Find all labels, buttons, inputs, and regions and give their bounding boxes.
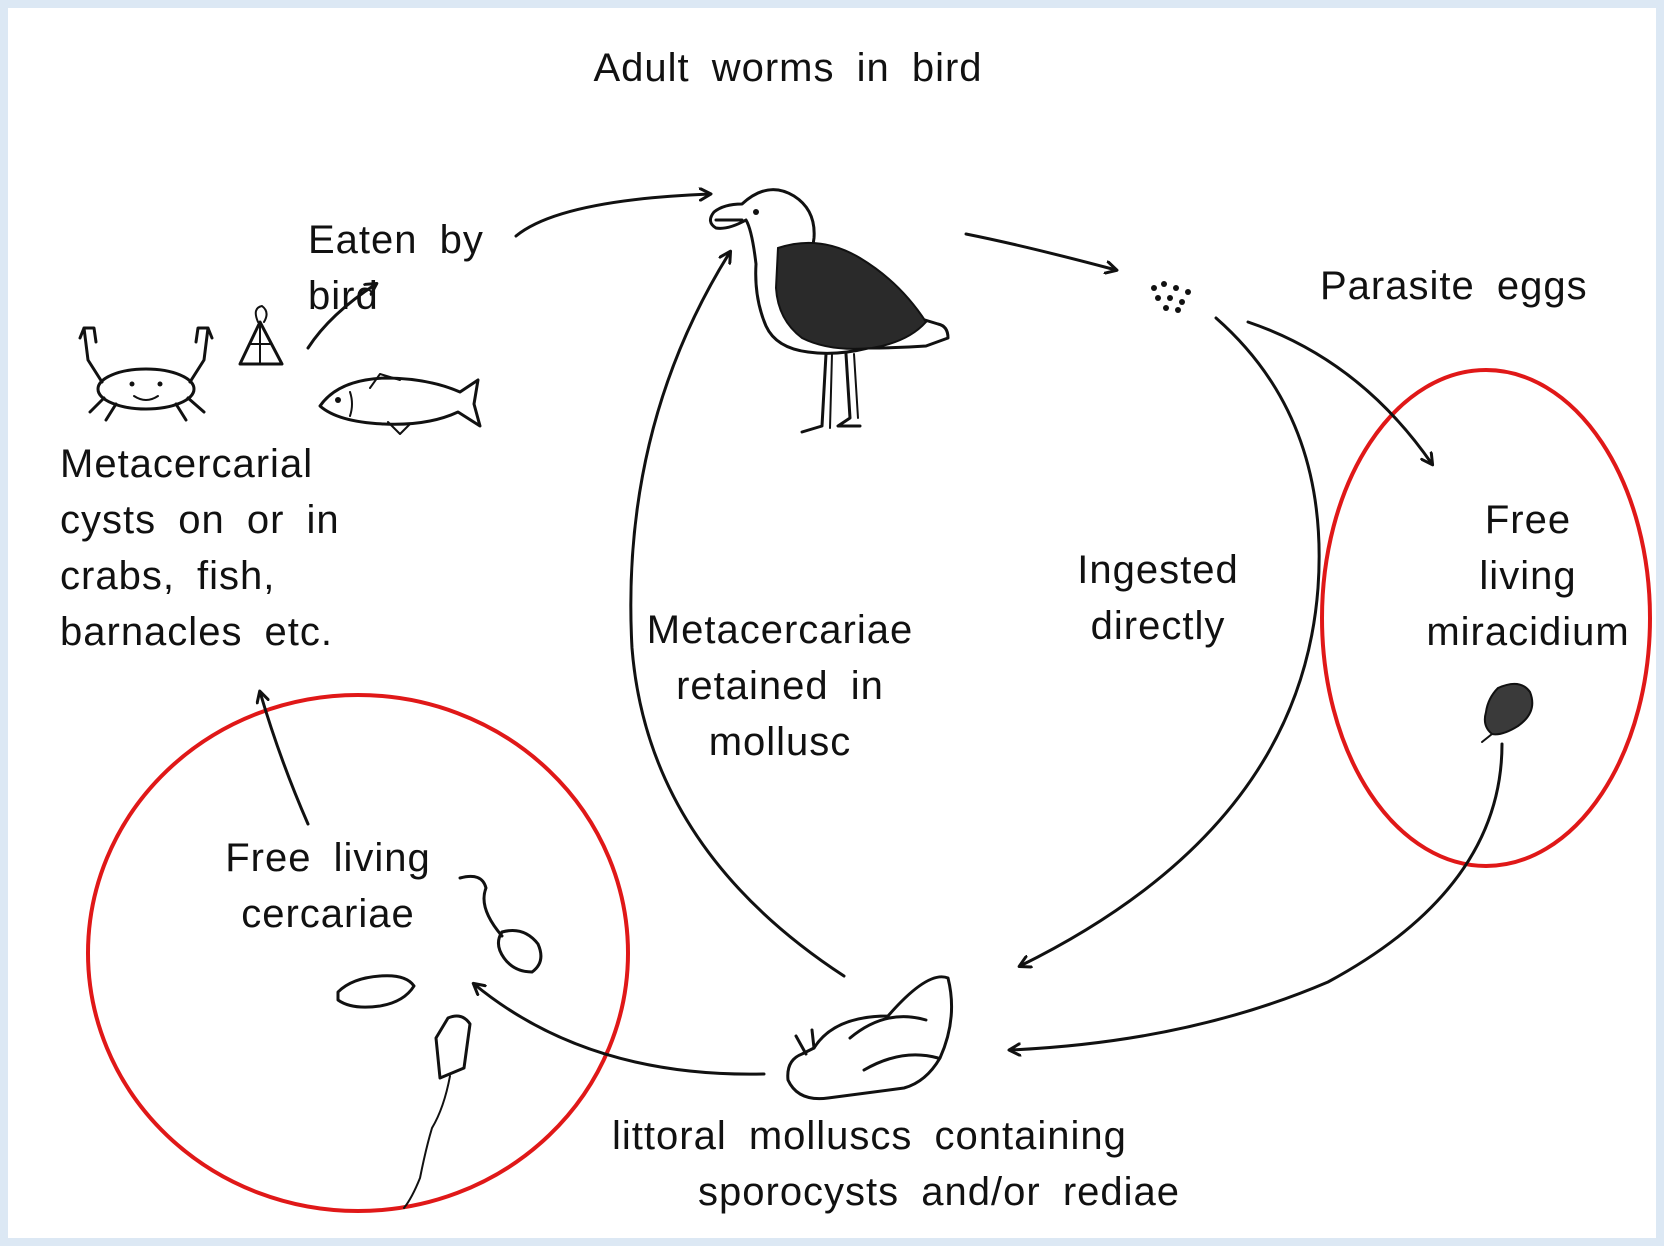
arrow-eggs-to-miracidium: [1248, 322, 1432, 464]
eggs-icon: [1151, 281, 1191, 313]
label-free-living-cercariae: Free living cercariae: [178, 830, 478, 942]
crab-icon: [80, 328, 212, 420]
arrow-miracidium-to-mollusc: [1010, 744, 1502, 1050]
diagram-canvas: Adult worms in bird Eaten by bird Parasi…: [8, 8, 1656, 1238]
label-ingested-directly: Ingested directly: [1043, 542, 1273, 654]
label-line: sporocysts and/or rediae: [612, 1164, 1272, 1220]
fish-icon: [320, 374, 480, 434]
miracidium-icon: [1482, 684, 1532, 742]
label-free-living-miracidium: Free living miracidium: [1398, 492, 1656, 660]
arrow-bird-to-eggs: [966, 234, 1116, 270]
bird-icon: [710, 190, 948, 432]
label-line: littoral molluscs containing: [612, 1108, 1272, 1164]
label-parasite-eggs: Parasite eggs: [1320, 258, 1650, 314]
label-metacercariae-retained: Metacercariae retained in mollusc: [620, 602, 940, 770]
snail-icon: [788, 977, 952, 1099]
cercariae-highlight-ellipse: [88, 695, 628, 1211]
arrow-mollusc-to-cercariae: [474, 984, 764, 1074]
label-adult-worms: Adult worms in bird: [553, 40, 1023, 96]
label-eaten-by-bird: Eaten by bird: [308, 212, 518, 324]
arrow-cercariae-to-cysts: [260, 692, 308, 824]
arrow-eaten-to-bird: [516, 194, 710, 236]
barnacle-icon: [240, 306, 282, 364]
label-metacercarial-cysts: Metacercarial cysts on or in crabs, fish…: [60, 436, 500, 660]
